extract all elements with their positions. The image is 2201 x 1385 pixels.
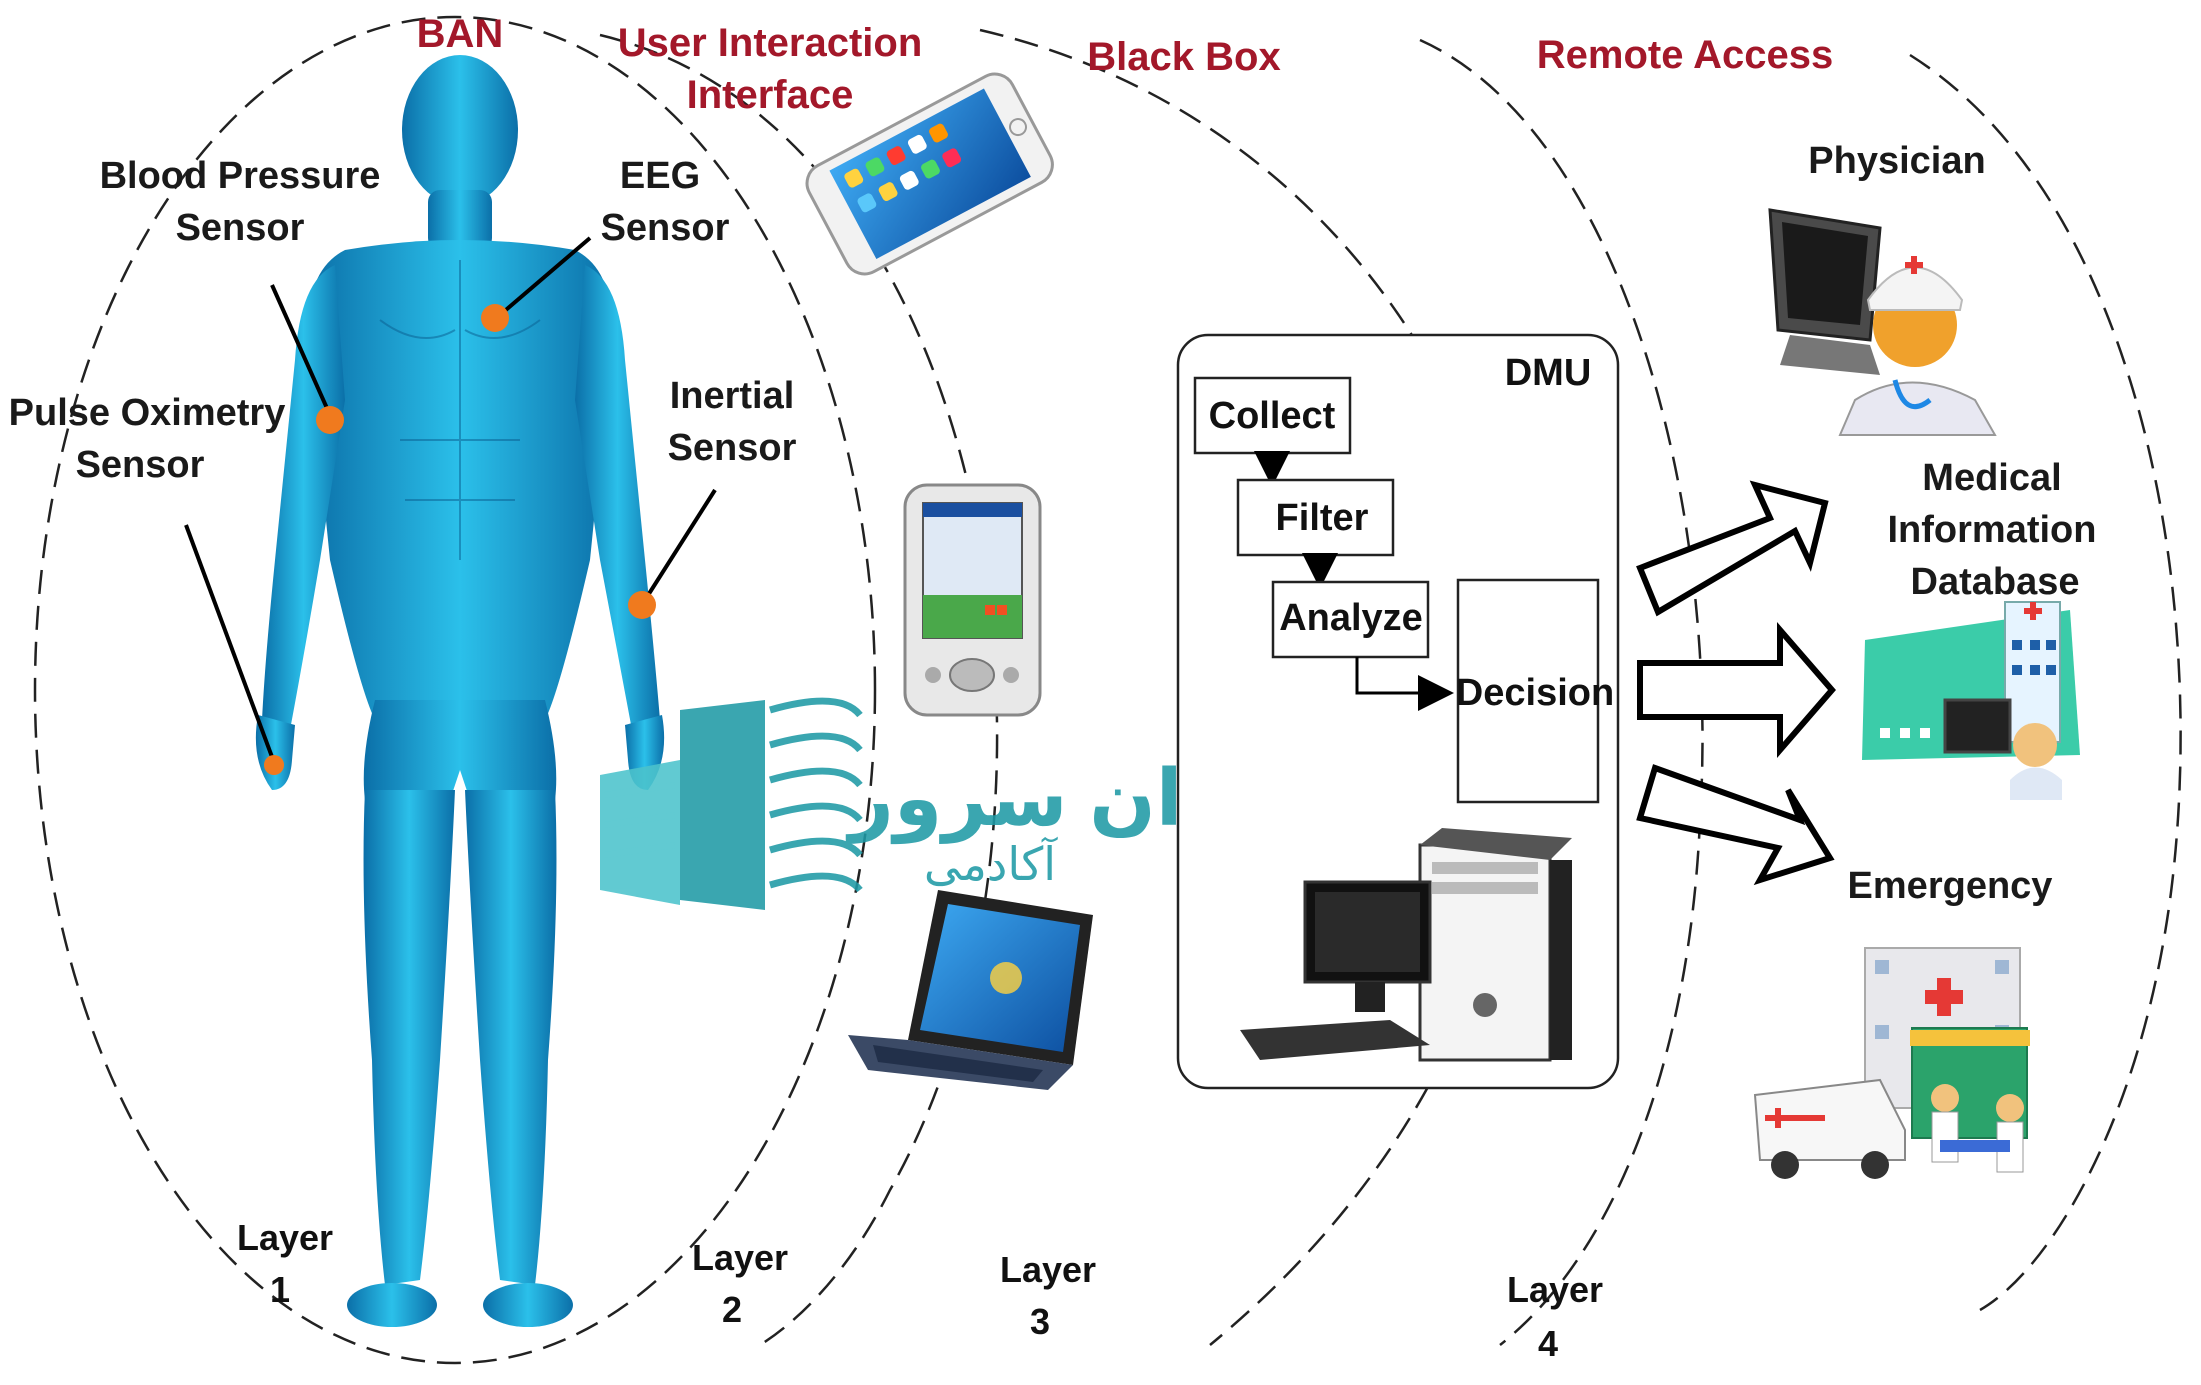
watermark-text-2: آکادمی	[924, 837, 1058, 890]
arrow-to-physician	[1636, 480, 1829, 617]
region-title-user-interface-1: User Interaction	[618, 21, 923, 65]
laptop-icon	[848, 890, 1093, 1090]
arrow-to-database	[1637, 621, 1836, 759]
layer-2-number: 2	[722, 1289, 742, 1330]
layer-3-label: Layer	[1000, 1249, 1096, 1290]
layer-2-label: Layer	[692, 1237, 788, 1278]
smartphone-icon	[805, 72, 1054, 276]
body-muscle-lines	[379, 260, 541, 560]
layer-1-boundary	[33, 15, 877, 1365]
eeg-label-2: Sensor	[601, 207, 730, 249]
analyze-label: Analyze	[1279, 597, 1423, 639]
collect-label: Collect	[1209, 395, 1336, 437]
physician-icon	[1768, 208, 1997, 436]
filter-box	[1236, 478, 1395, 557]
analyze-to-decision-arrow	[1355, 657, 1454, 711]
sensor-markers	[184, 236, 717, 775]
filter-label: Filter	[1276, 497, 1369, 539]
region-title-ban: BAN	[417, 12, 504, 56]
watermark-building-icon	[600, 697, 863, 910]
blood-pressure-sensor-dot	[316, 406, 344, 434]
eeg-sensor-dot	[481, 304, 509, 332]
layer-4-label: Layer	[1507, 1269, 1603, 1310]
output-arrows	[1636, 480, 1836, 886]
inertial-label-2: Sensor	[668, 427, 797, 469]
layer-1-number: 1	[270, 1269, 290, 1310]
eeg-label-1: EEG	[620, 155, 700, 197]
decision-box	[1456, 578, 1600, 804]
layer-4-boundary	[1419, 38, 1704, 1346]
blood-pressure-label-2: Sensor	[176, 207, 305, 249]
inertial-label-1: Inertial	[670, 375, 795, 417]
pda-icon	[903, 483, 1042, 717]
medical-database-icon	[1862, 601, 2080, 800]
emergency-label: Emergency	[1848, 865, 2053, 907]
layer-5-boundary	[1909, 53, 2182, 1312]
layer-3-number: 3	[1030, 1301, 1050, 1342]
decision-label: Decision	[1456, 672, 1614, 714]
database-label-2: Information	[1888, 509, 2097, 551]
blood-pressure-label-1: Blood Pressure	[100, 155, 381, 197]
desktop-computer-icon	[1240, 828, 1572, 1062]
region-title-remote-access: Remote Access	[1537, 33, 1833, 77]
inertial-sensor-dot	[628, 591, 656, 619]
dmu-title: DMU	[1505, 352, 1592, 394]
pulse-oximetry-label-2: Sensor	[76, 444, 205, 486]
collect-box	[1193, 376, 1352, 455]
layer-4-number: 4	[1538, 1323, 1558, 1364]
watermark-logo: وان سرور آکادمی	[600, 697, 1231, 910]
region-title-user-interface-2: Interface	[687, 73, 854, 117]
layer-1-label: Layer	[237, 1217, 333, 1258]
database-label-1: Medical	[1922, 457, 2061, 499]
pulse-oximetry-sensor-dot	[264, 755, 284, 775]
arrow-to-emergency	[1636, 764, 1835, 886]
region-title-black-box: Black Box	[1087, 35, 1280, 79]
layer-boundaries	[33, 15, 2182, 1365]
pulse-oximetry-label-1: Pulse Oximetry	[9, 392, 286, 434]
ambulance-hospital-icon	[1753, 947, 2030, 1179]
physician-label: Physician	[1808, 140, 1985, 182]
database-label-3: Database	[1911, 561, 2080, 603]
watermark-text-1: وان سرور	[845, 754, 1231, 844]
analyze-box	[1271, 580, 1430, 659]
